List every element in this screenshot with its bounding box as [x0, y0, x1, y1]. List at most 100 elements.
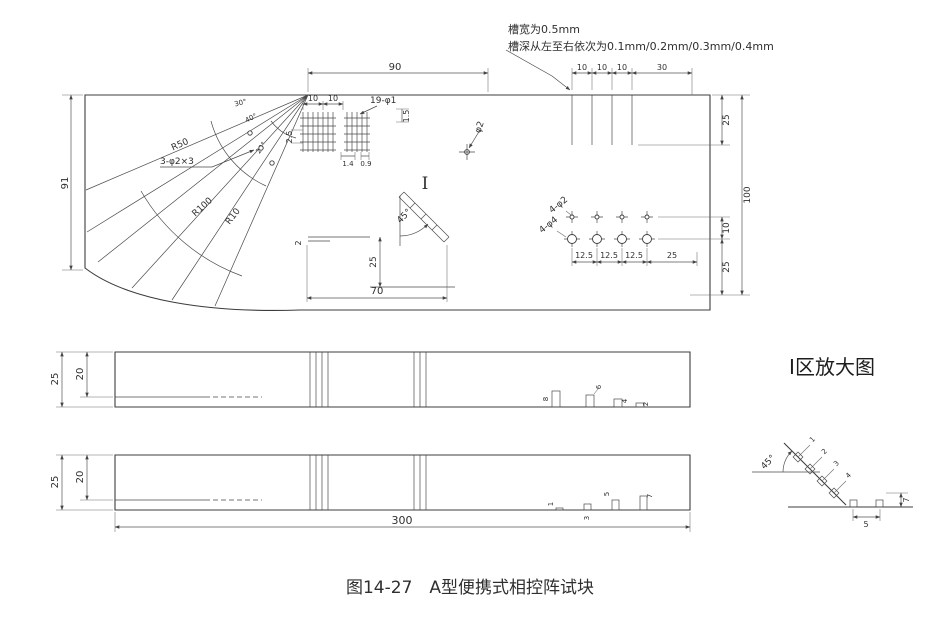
label-r100: R100	[191, 196, 215, 219]
label-3-phi2x3: 3-φ2×3	[160, 157, 194, 167]
note-leader-line	[505, 49, 571, 91]
detail-base-sq-2	[875, 499, 884, 508]
dim-91: 91	[60, 177, 71, 190]
right-dim-100: 100	[743, 186, 753, 203]
elev1-notch-dim-6: 6	[595, 384, 603, 389]
micro-hole-grid	[300, 112, 370, 152]
elev2-dim-20: 20	[75, 471, 86, 484]
detail-dim-5: 5	[863, 520, 868, 529]
elev1-dim-25: 25	[50, 373, 61, 386]
hole-dim-25: 25	[667, 251, 677, 260]
slant-angle-45: 45°	[395, 207, 413, 225]
figure-caption: 图14-27 A型便携式相控阵试块	[346, 578, 594, 598]
phi4-row-hole-1	[567, 234, 577, 244]
phi2-crosshair	[459, 144, 475, 160]
elev2-notch-7	[639, 495, 648, 511]
grid-dim-10b: 10	[328, 94, 338, 103]
phi4-row-hole-3	[617, 234, 627, 244]
plan-outline	[84, 94, 711, 311]
phi2-row-hole-4	[644, 214, 650, 220]
sdh-hole-2	[258, 145, 264, 151]
detail-base-sq-1	[849, 499, 858, 508]
detail-slot-dim-1: 1	[808, 435, 817, 444]
slot-dim-10-1: 10	[577, 63, 587, 72]
elev1-notches: 8 6 4 2	[542, 384, 650, 408]
dim-70-ext	[306, 245, 448, 302]
sdh-hole-1	[247, 130, 253, 136]
elev2-notch-dim-3: 3	[583, 516, 591, 520]
dim-25: 25	[369, 256, 379, 267]
elev2-outline	[114, 454, 691, 511]
elev2-dim-25: 25	[50, 476, 61, 489]
label-r10: R10	[224, 207, 243, 227]
detail-slot-dim-2: 2	[820, 447, 829, 456]
elev2-notches: 1 3 5 7	[547, 492, 654, 520]
phi2-row-hole-1	[569, 214, 575, 220]
label-r50: R50	[170, 137, 190, 153]
elev2-slot-lines	[309, 455, 427, 510]
sdh-hole-3	[269, 160, 275, 166]
slant-angle-arc	[399, 223, 429, 237]
elev1-notch-dim-4: 4	[621, 398, 629, 403]
grid-label-leader	[359, 105, 378, 115]
note-slot-depth: 槽深从左至右依次为0.1mm/0.2mm/0.3mm/0.4mm	[508, 39, 774, 53]
detail-slot-ext	[797, 444, 847, 494]
grid-d25-ticks	[291, 129, 303, 144]
slot-dim-10-2: 10	[597, 63, 607, 72]
detail-angle-arc	[782, 450, 793, 473]
hole-dim-ext	[571, 248, 698, 266]
slot-notes: 槽宽为0.5mm 槽深从左至右依次为0.1mm/0.2mm/0.3mm/0.4m…	[505, 22, 774, 91]
grid-dim-1-5: 1.5	[402, 110, 411, 123]
hole-dim-12-5-1: 12.5	[575, 251, 593, 260]
detail-view: I区放大图 1 2 3 4 45° 5 7	[752, 355, 913, 529]
slot-dim-10-3: 10	[617, 63, 627, 72]
slot-dim-30: 30	[657, 63, 667, 72]
grid-dim-10a: 10	[308, 94, 318, 103]
elev2-notch-dim-1: 1	[547, 502, 555, 506]
detail-dim5-ext	[852, 509, 881, 521]
phi2-row-crosshairs	[566, 211, 653, 223]
note-slot-width: 槽宽为0.5mm	[508, 22, 580, 36]
elevation-view-1: 25 20 8 6 4 2	[50, 351, 691, 408]
grid-label-19phi1: 19-φ1	[370, 96, 396, 106]
zone-i-marker: I	[422, 174, 429, 194]
elev1-notch-dim-2: 2	[642, 402, 650, 406]
detail-angle-45: 45°	[759, 453, 777, 471]
detail-dim-7: 7	[902, 497, 911, 502]
right-dim-25top: 25	[722, 114, 732, 125]
elev1-notch-6	[585, 394, 595, 408]
radius-arcs	[140, 120, 297, 277]
elev1-notch-4	[613, 398, 623, 408]
label-4-phi4: 4-φ4	[538, 215, 561, 236]
sdh-leader	[160, 149, 255, 168]
plan-view: R50 R100 R10 30° 40° 20° 3-φ2×3 10 10 19…	[60, 62, 753, 311]
elev1-slot-lines	[309, 352, 427, 407]
elev1-outline	[114, 351, 691, 408]
beam-fan-lines	[85, 94, 309, 307]
right-dim-25bot: 25	[722, 261, 732, 272]
hole-dim-12-5-3: 12.5	[625, 251, 643, 260]
phi4-row-hole-4	[642, 234, 652, 244]
elev1-notch-2	[635, 402, 645, 408]
grid-dim-2-5: 2.5	[285, 131, 294, 144]
hole-dim-12-5-2: 12.5	[600, 251, 618, 260]
grid-dim-1-4: 1.4	[342, 160, 354, 168]
label-angle-30: 30°	[234, 98, 248, 109]
dim-90: 90	[389, 62, 402, 73]
detail-title: I区放大图	[789, 355, 875, 379]
dim-300: 300	[392, 514, 413, 527]
hole-label-leaders	[556, 210, 572, 238]
elev2-notch-dim-7: 7	[646, 494, 654, 498]
label-angle-40: 40°	[244, 112, 259, 125]
four-hole-group: 4-φ2 4-φ4 12.5 12.5 12.5 25	[538, 195, 698, 266]
grid-d15-ticks	[396, 108, 409, 123]
elev2-notch-5	[611, 499, 620, 511]
phi4-row-hole-2	[592, 234, 602, 244]
right-dim-chain: 25 10 25 100	[638, 94, 753, 296]
phi2-row-hole-3	[619, 214, 625, 220]
edm-slots	[571, 95, 633, 145]
elev1-notch-dim-8: 8	[542, 397, 550, 401]
detail-slot-dim-4: 4	[844, 471, 853, 480]
dim-70: 70	[371, 286, 384, 297]
elev2-notch-1	[555, 507, 564, 511]
